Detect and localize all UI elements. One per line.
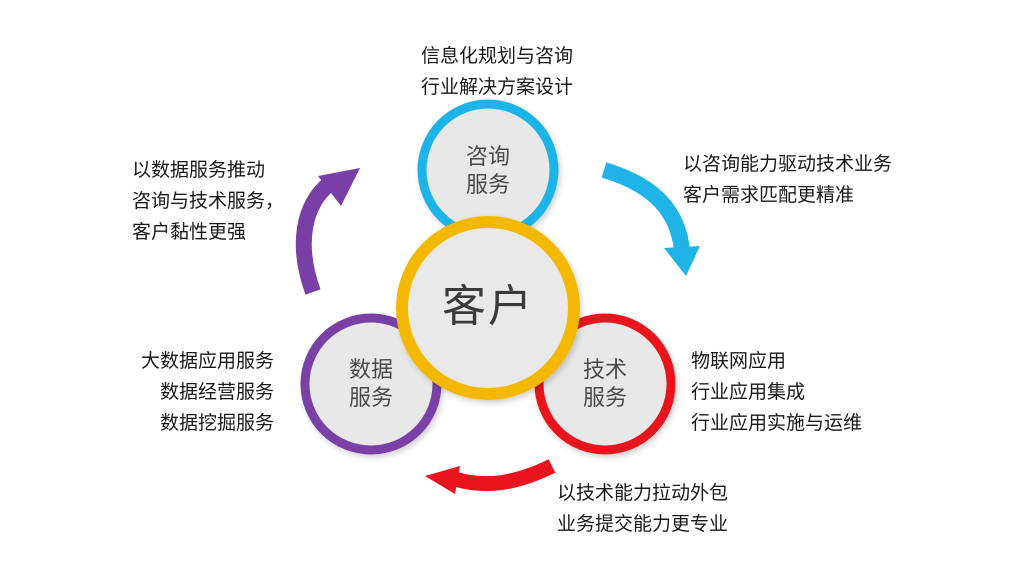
- tech-to-data-line: 以技术能力拉动外包: [557, 482, 729, 504]
- data-to-consulting-line: 以数据服务推动: [132, 159, 266, 181]
- consulting-label-line2: 服务: [465, 173, 510, 198]
- tech-item: 物联网应用: [691, 350, 787, 372]
- data-to-consulting-text: 以数据服务推动 咨询与技术服务， 客户黏性更强: [132, 155, 284, 248]
- technology-label-line1: 技术: [582, 358, 627, 383]
- data-to-consulting-line: 咨询与技术服务，: [132, 190, 285, 212]
- technology-label-line2: 服务: [582, 386, 627, 411]
- data-node-label: 数据 服务: [321, 357, 421, 413]
- data-label-line2: 服务: [348, 386, 393, 411]
- tech-to-data-line: 业务提交能力更专业: [557, 513, 729, 535]
- arrow-data-to-consulting: [295, 168, 360, 295]
- consulting-label-line1: 咨询: [465, 145, 510, 170]
- arrow-consulting-to-technology: [601, 162, 700, 276]
- consulting-to-tech-line: 以咨询能力驱动技术业务: [683, 153, 893, 175]
- data-item: 大数据应用服务: [140, 350, 274, 372]
- data-item: 数据经营服务: [159, 381, 274, 403]
- technology-node-label: 技术 服务: [555, 357, 655, 413]
- consulting-node-label: 咨询 服务: [438, 144, 538, 200]
- consulting-item: 行业解决方案设计: [421, 76, 574, 98]
- consulting-to-tech-line: 客户需求匹配更精准: [683, 184, 855, 206]
- consulting-to-tech-text: 以咨询能力驱动技术业务 客户需求匹配更精准: [683, 149, 892, 211]
- tech-items-text: 物联网应用 行业应用集成 行业应用实施与运维: [691, 346, 862, 439]
- data-to-consulting-line: 客户黏性更强: [132, 221, 247, 243]
- consulting-item: 信息化规划与咨询: [421, 45, 574, 67]
- node-customer: [396, 216, 580, 400]
- data-item: 数据挖掘服务: [159, 412, 274, 434]
- consulting-items-text: 信息化规划与咨询 行业解决方案设计: [421, 41, 573, 103]
- customer-label: 客户: [442, 281, 534, 332]
- tech-item: 行业应用集成: [691, 381, 806, 403]
- data-items-text: 大数据应用服务 数据经营服务 数据挖掘服务: [110, 346, 274, 439]
- arrow-technology-to-data: [425, 459, 556, 494]
- data-label-line1: 数据: [348, 358, 393, 383]
- tech-item: 行业应用实施与运维: [691, 412, 863, 434]
- tech-to-data-text: 以技术能力拉动外包 业务提交能力更专业: [557, 478, 728, 540]
